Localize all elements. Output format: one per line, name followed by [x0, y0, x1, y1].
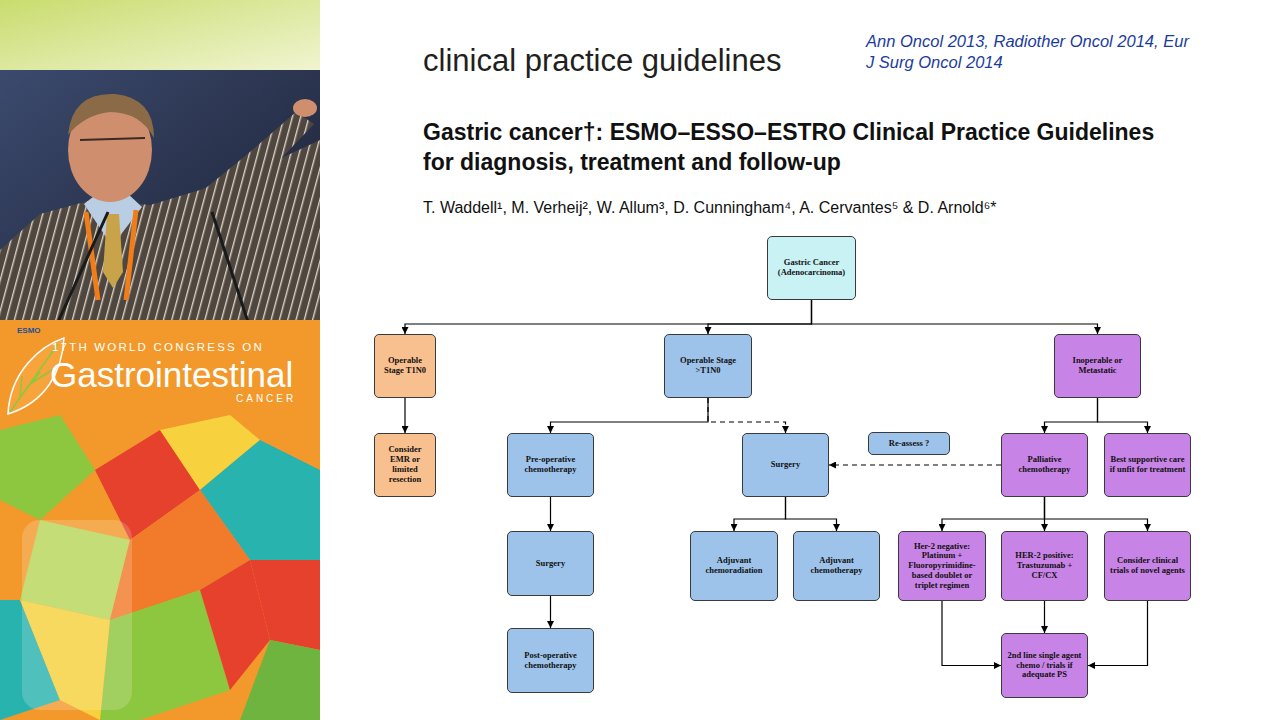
connector-arrow — [942, 601, 1001, 666]
connector-arrow — [734, 497, 786, 531]
node-text: Gastric Cancer (Adenocarcinoma) — [771, 258, 852, 278]
slide-header: clinical practice guidelines — [423, 42, 943, 79]
node-text: Consider clinical trials of novel agents — [1108, 556, 1187, 576]
node-text: Best supportive care if unfit for treatm… — [1108, 455, 1187, 475]
process-box: Surgery — [742, 433, 829, 497]
process-box: Consider EMR or limited resection — [374, 433, 436, 497]
header-gradient — [0, 0, 320, 72]
watermark-shape — [22, 520, 132, 710]
decor-polygon — [0, 415, 95, 520]
process-box: Pre-operative chemotherapy — [507, 433, 594, 497]
congress-name: 17TH WORLD CONGRESS ON — [52, 341, 314, 355]
connector-arrow — [1044, 497, 1045, 531]
reference-note: Ann Oncol 2013, Radiother Oncol 2014, Eu… — [866, 31, 1201, 74]
speaker-glasses — [80, 138, 145, 140]
speaker-tie — [103, 214, 123, 288]
process-box: Best supportive care if unfit for treatm… — [1104, 433, 1191, 497]
connector-arrow — [812, 300, 1098, 334]
process-box: Her-2 negative: Platinum + Fluoropyrimid… — [898, 531, 986, 601]
decor-polygon — [240, 640, 320, 720]
connector-arrow — [786, 497, 837, 531]
connector-arrow — [708, 398, 786, 433]
lanyard — [86, 210, 136, 300]
node-text: Re-assess ? — [889, 439, 929, 449]
connector-arrow — [1088, 601, 1148, 666]
connector-arrow — [708, 300, 812, 334]
process-box: Palliative chemotherapy — [1001, 433, 1088, 497]
process-box: HER-2 positive: Trastuzumab + CF/CX — [1001, 531, 1088, 601]
connector-arrow — [551, 398, 709, 433]
connector-arrow — [550, 497, 551, 531]
process-box: Operable Stage >T1N0 — [664, 334, 752, 398]
node-text: 2nd line single agent chemo / trials if … — [1005, 651, 1084, 680]
process-box: Operable Stage T1N0 — [374, 334, 436, 398]
congress-name: Gastrointestinal — [50, 354, 320, 396]
node-text: Pre-operative chemotherapy — [511, 455, 590, 475]
process-box: Post-operative chemotherapy — [507, 628, 594, 693]
congress-panel — [0, 320, 320, 720]
node-text: Consider EMR or limited resection — [378, 445, 432, 484]
congress-name: CANCER — [236, 393, 320, 405]
slide-title: Gastric cancer†: ESMO–ESSO–ESTRO Clinica… — [423, 117, 1168, 177]
photo-backdrop — [0, 70, 320, 322]
process-box: Adjuvant chemoradiation — [690, 531, 778, 601]
connector-arrow — [405, 300, 812, 334]
speaker-hand — [293, 99, 317, 117]
connector-arrow — [1044, 601, 1045, 633]
speaker-hair — [68, 94, 154, 138]
process-box: 2nd line single agent chemo / trials if … — [1001, 633, 1088, 698]
connector-arrow — [404, 398, 405, 433]
process-box: Inoperable or Metastatic — [1054, 334, 1141, 398]
connector-arrow — [829, 464, 1001, 465]
node-text: Adjuvant chemoradiation — [694, 556, 774, 576]
author-list: T. Waddell¹, M. Verheij², W. Allum³, D. … — [423, 198, 1223, 217]
node-text: Adjuvant chemotherapy — [797, 556, 876, 576]
process-box: Consider clinical trials of novel agents — [1104, 531, 1191, 601]
process-box: Adjuvant chemotherapy — [793, 531, 880, 601]
connector-arrow — [1098, 398, 1148, 433]
node-text: Inoperable or Metastatic — [1058, 356, 1137, 376]
microphone — [58, 212, 248, 322]
node-text: Palliative chemotherapy — [1005, 455, 1084, 475]
node-text: Operable Stage T1N0 — [378, 356, 432, 376]
speaker-arm — [185, 112, 314, 218]
node-text: Post-operative chemotherapy — [511, 651, 590, 671]
connector-arrow — [942, 497, 1045, 531]
node-text: Surgery — [536, 559, 565, 569]
node-text: HER-2 positive: Trastuzumab + CF/CX — [1005, 551, 1084, 580]
connector-arrow — [1045, 398, 1098, 433]
process-box: Gastric Cancer (Adenocarcinoma) — [767, 236, 856, 300]
process-box: Surgery — [507, 531, 594, 596]
process-box: Re-assess ? — [868, 432, 950, 455]
node-text: Surgery — [771, 460, 800, 470]
node-text: Her-2 negative: Platinum + Fluoropyrimid… — [902, 542, 982, 591]
logo-mark: ESMO — [17, 326, 57, 336]
node-text: Operable Stage >T1N0 — [668, 356, 748, 376]
connector-arrow — [1045, 497, 1148, 531]
connector-arrow — [550, 596, 551, 628]
